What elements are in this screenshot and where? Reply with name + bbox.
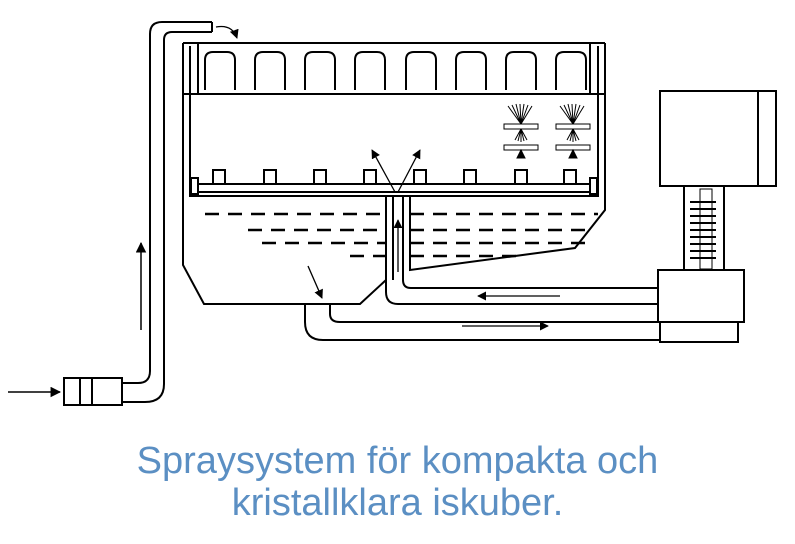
tank bbox=[182, 42, 606, 305]
ice-cube-molds bbox=[204, 51, 587, 90]
inlet-valve bbox=[8, 377, 123, 406]
spray-system-diagram bbox=[8, 21, 777, 406]
drain-arrow-icon bbox=[307, 265, 323, 299]
diagram-caption: Spraysystem för kompakta och kristallkla… bbox=[0, 440, 795, 524]
caption-line-1: Spraysystem för kompakta och bbox=[136, 440, 659, 482]
pump bbox=[657, 90, 777, 343]
spray-arrows-icon bbox=[371, 149, 421, 193]
spray-fans bbox=[503, 103, 591, 159]
spray-bar bbox=[190, 169, 598, 195]
riser-pipe bbox=[392, 195, 404, 280]
water-level bbox=[205, 212, 598, 258]
supply-pipe bbox=[122, 21, 239, 403]
pipework bbox=[304, 270, 662, 341]
caption-line-2: kristallklara iskuber. bbox=[231, 482, 564, 524]
